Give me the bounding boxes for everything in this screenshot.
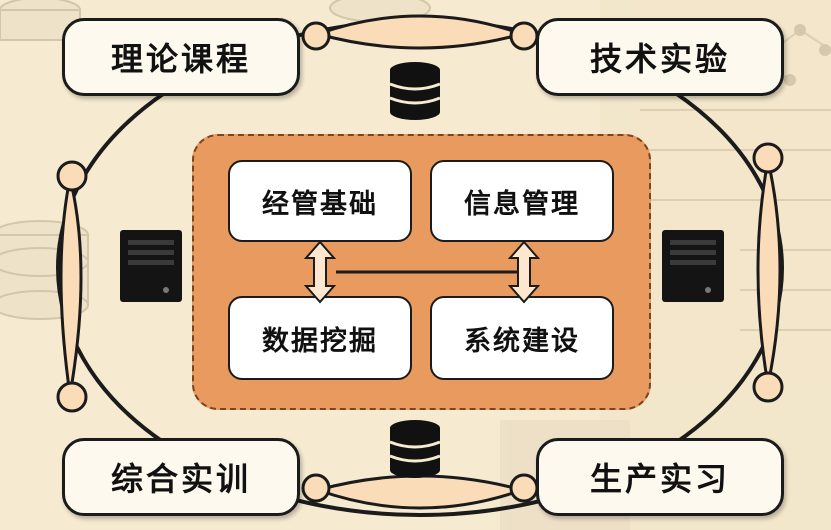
core-box-label: 系统建设	[464, 325, 580, 357]
core-module-panel: 经管基础 信息管理 数据挖掘 系统建设	[192, 134, 651, 410]
server-icon	[120, 230, 182, 302]
core-box-information-management: 信息管理	[430, 160, 614, 242]
node-theory-courses: 理论课程	[62, 18, 300, 96]
ring-connector-top	[301, 14, 539, 51]
core-box-label: 经管基础	[262, 188, 378, 220]
core-box-system-construction: 系统建设	[430, 296, 614, 380]
double-arrow-icon	[303, 240, 337, 304]
node-label: 理论课程	[110, 40, 251, 78]
core-box-label: 信息管理	[464, 188, 580, 220]
server-icon	[662, 230, 724, 302]
node-production-internship: 生产实习	[536, 438, 784, 516]
node-label: 综合实训	[110, 460, 251, 498]
core-box-data-mining: 数据挖掘	[228, 296, 412, 380]
core-connectors	[303, 240, 541, 304]
ring-connector-right	[752, 142, 784, 403]
database-icon	[389, 62, 441, 120]
database-icon	[389, 420, 441, 478]
node-label: 生产实习	[589, 460, 730, 498]
node-comprehensive-training: 综合实训	[62, 438, 300, 516]
double-arrow-icon	[507, 240, 541, 304]
core-box-label: 数据挖掘	[262, 325, 378, 357]
ring-connector-left	[56, 160, 88, 413]
node-label: 技术实验	[589, 40, 730, 78]
ring-connector-bottom	[301, 473, 539, 510]
node-technical-experiments: 技术实验	[536, 18, 784, 96]
core-box-management-basics: 经管基础	[228, 160, 412, 242]
